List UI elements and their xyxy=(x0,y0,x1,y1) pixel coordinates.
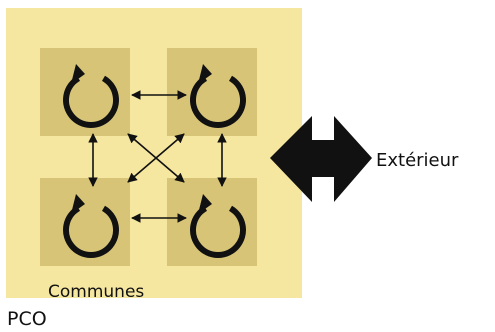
circular-arrow-icon xyxy=(63,64,119,128)
circular-arrow-icon xyxy=(190,64,246,128)
double-arrow-icon xyxy=(127,133,185,183)
pco-label: PCO xyxy=(7,308,47,330)
circular-arrow-icon xyxy=(63,194,119,258)
exterieur-label: Extérieur xyxy=(376,150,459,171)
thick-double-arrow-icon xyxy=(270,116,372,202)
communes-label: Communes xyxy=(48,282,145,302)
circular-arrow-icon xyxy=(190,194,246,258)
